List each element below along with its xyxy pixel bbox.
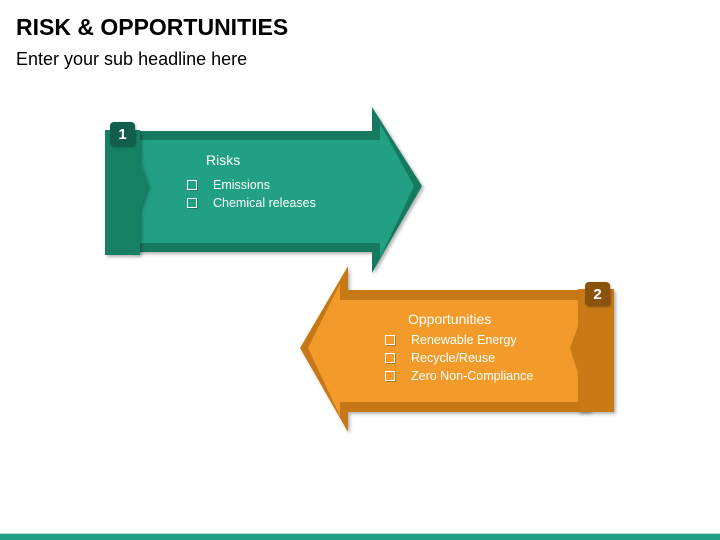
checkbox-icon	[187, 180, 197, 190]
opportunities-panel: Opportunities Renewable Energy Recycle/R…	[385, 311, 533, 385]
list-item: Chemical releases	[187, 194, 316, 212]
page-title: RISK & OPPORTUNITIES	[16, 14, 289, 40]
checkbox-icon	[385, 353, 395, 363]
list-item: Emissions	[187, 176, 316, 194]
risks-panel: Risks Emissions Chemical releases	[187, 152, 316, 212]
opportunities-tab	[570, 289, 614, 412]
opportunities-list: Renewable Energy Recycle/Reuse Zero Non-…	[385, 331, 533, 385]
step-1-badge: 1	[110, 122, 135, 146]
list-item: Zero Non-Compliance	[385, 367, 533, 385]
risks-heading: Risks	[206, 152, 241, 168]
opportunities-heading: Opportunities	[408, 311, 492, 327]
list-item-label: Renewable Energy	[411, 333, 517, 347]
list-item: Recycle/Reuse	[385, 349, 533, 367]
list-item-label: Chemical releases	[213, 196, 316, 210]
page-subtitle: Enter your sub headline here	[16, 49, 248, 69]
list-item: Renewable Energy	[385, 331, 533, 349]
risks-list: Emissions Chemical releases	[187, 176, 316, 212]
checkbox-icon	[385, 335, 395, 345]
step-number: 1	[118, 125, 127, 143]
footer-bar	[0, 534, 720, 540]
list-item-label: Recycle/Reuse	[411, 351, 496, 365]
risks-arrow	[130, 107, 422, 273]
step-2-badge: 2	[585, 282, 610, 306]
step-number: 2	[593, 285, 602, 303]
list-item-label: Zero Non-Compliance	[411, 369, 534, 383]
list-item-label: Emissions	[213, 178, 270, 192]
checkbox-icon	[187, 198, 197, 208]
risks-tab	[105, 130, 148, 255]
checkbox-icon	[385, 371, 395, 381]
opportunities-arrow	[300, 266, 590, 432]
